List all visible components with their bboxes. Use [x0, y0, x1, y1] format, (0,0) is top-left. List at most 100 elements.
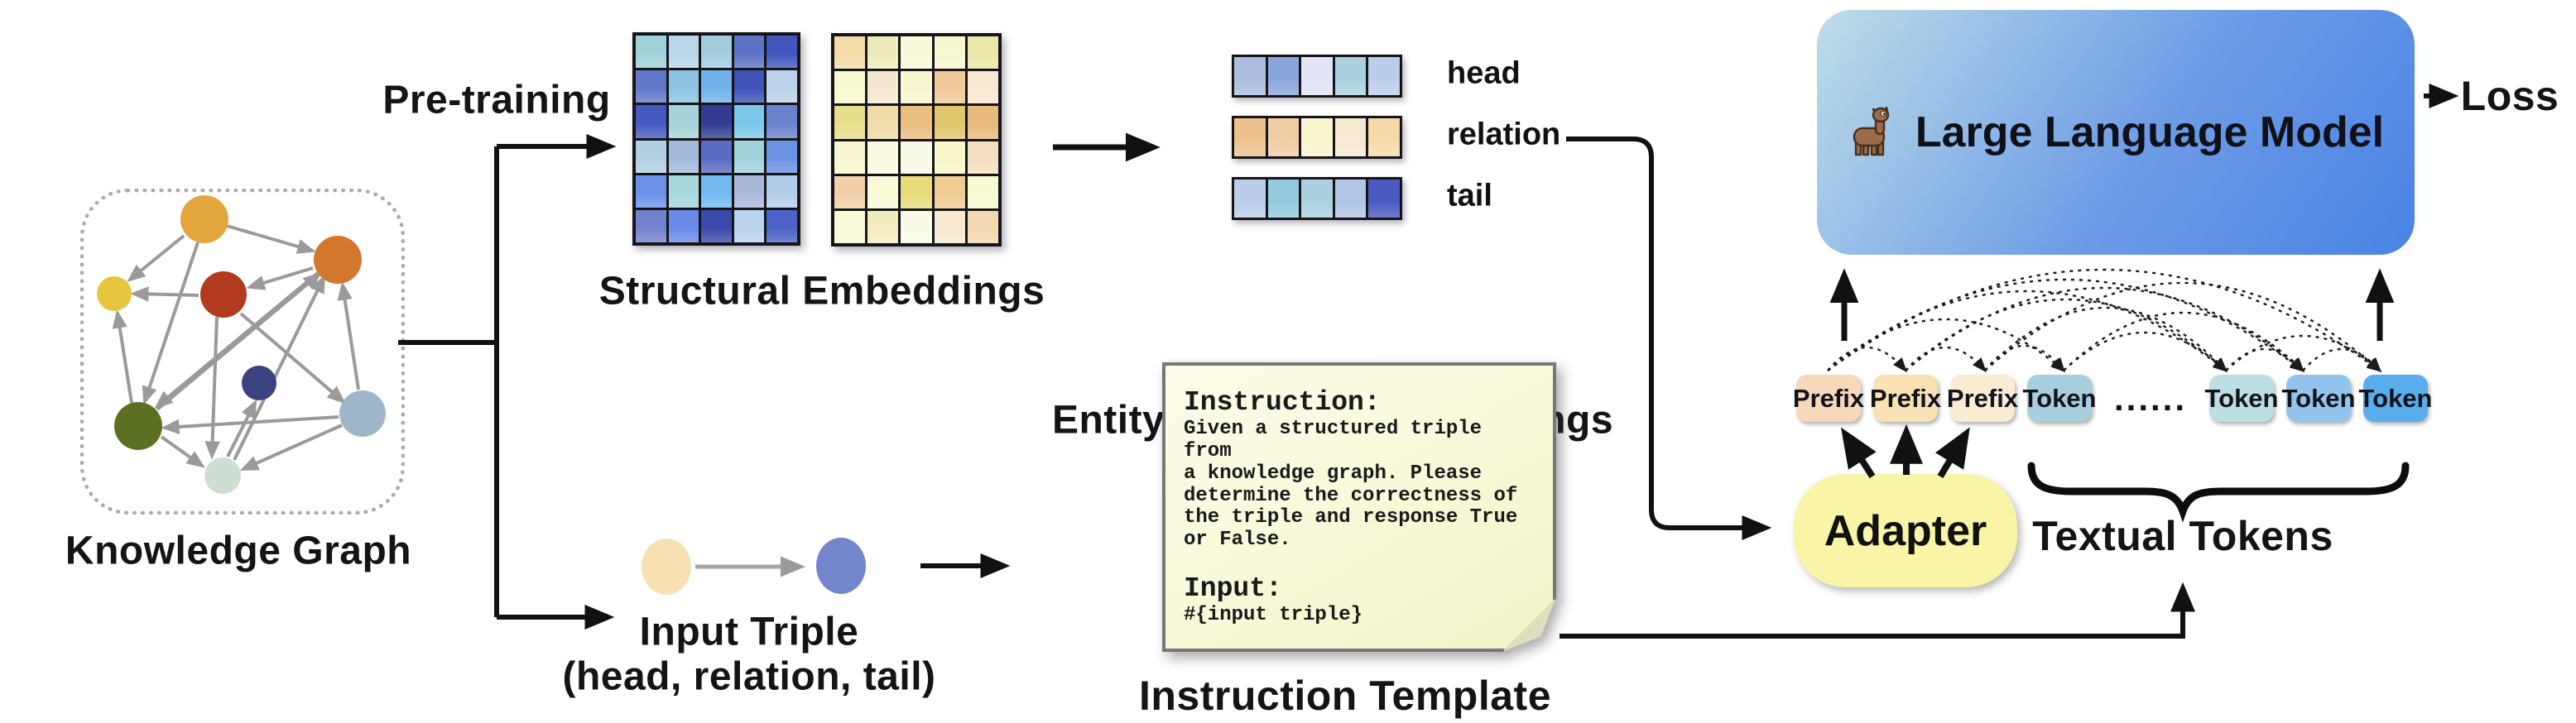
matrix-cell — [867, 36, 899, 69]
matrix-cell — [934, 141, 965, 174]
matrix-cell — [901, 36, 932, 69]
matrix-cell — [901, 210, 932, 243]
matrix-cell — [834, 141, 866, 174]
token-box: Token — [2359, 375, 2433, 422]
matrix-cell — [733, 36, 765, 69]
matrix-cell — [967, 175, 998, 208]
note-body-line: the triple and response True — [1184, 506, 1518, 529]
matrix-cell — [767, 175, 797, 208]
matrix-cell — [701, 36, 732, 69]
matrix-cell — [1267, 180, 1300, 218]
adapter-box: Adapter — [1794, 474, 2017, 587]
tail-embedding-bar — [1232, 177, 1402, 220]
matrix-cell — [834, 36, 866, 69]
instruction-template-label: Instruction Template — [1138, 673, 1552, 719]
note-body-line: or False. — [1184, 529, 1291, 552]
matrix-cell — [1301, 118, 1333, 156]
matrix-cell — [967, 141, 998, 174]
matrix-cell — [901, 141, 932, 174]
kg-node-steelblue — [339, 390, 386, 437]
matrix-cell — [934, 175, 965, 208]
matrix-cell — [867, 71, 899, 104]
matrix-cell — [1334, 180, 1367, 218]
matrix-cell — [1301, 57, 1333, 95]
instruction-note-paper — [1162, 362, 1556, 652]
token-box: Token — [2023, 375, 2097, 422]
prefix-box: Prefix — [1793, 375, 1864, 422]
adapter-label: Adapter — [1824, 506, 1987, 555]
loss-label: Loss — [2460, 73, 2559, 119]
llama-icon — [1853, 106, 1890, 156]
kg-branch-lines — [398, 134, 617, 630]
matrix-cell — [767, 140, 797, 173]
input-triple-label-line1: Input Triple — [639, 610, 859, 654]
matrix-cell — [733, 175, 765, 208]
kg-node-navy — [242, 366, 276, 400]
instruction-note: Instruction: Given a structured triple f… — [1162, 362, 1556, 652]
token-box: Token — [2205, 375, 2279, 422]
token-box: Token — [2282, 375, 2356, 422]
matrix-cell — [1301, 180, 1333, 218]
ellipsis-dots: ...... — [2113, 378, 2187, 418]
matrix-cell — [934, 36, 965, 69]
matrix-cell — [834, 71, 866, 104]
matrix-cell — [1334, 57, 1367, 95]
matrix-cell — [901, 175, 932, 208]
matrix-cell — [1368, 180, 1400, 218]
structural-embedding-matrix-relations — [831, 33, 1002, 247]
matrix-cell — [1234, 118, 1266, 156]
matrix-cell — [934, 210, 965, 243]
kg-edges — [112, 224, 360, 471]
instruction-note-text: Instruction: Given a structured triple f… — [1184, 387, 1541, 627]
note-input-heading: Input: — [1184, 573, 1282, 605]
matrix-cell — [701, 70, 732, 103]
note-body-line: a knowledge graph. Please — [1184, 462, 1483, 485]
matrix-cell — [636, 209, 666, 242]
matrix-cell — [934, 71, 965, 104]
matrix-cell — [733, 70, 765, 103]
structural-embedding-matrix-entities — [632, 32, 800, 246]
matrix-cell — [1267, 118, 1300, 156]
knowledge-graph-svg — [97, 195, 386, 494]
matrix-cell — [668, 140, 699, 173]
prefix-box: Prefix — [1870, 375, 1941, 422]
matrix-cell — [967, 210, 998, 243]
matrix-cell — [636, 105, 666, 138]
matrix-cell — [834, 210, 866, 243]
head-embedding-bar — [1232, 55, 1402, 98]
matrix-cell — [636, 36, 666, 69]
matrix-cell — [1334, 118, 1367, 156]
kg-node-olive — [114, 402, 162, 450]
note-instruction-heading: Instruction: — [1184, 387, 1381, 418]
matrix-cell — [636, 70, 666, 103]
matrix-cell — [701, 140, 732, 173]
input-triple-label-line2: (head, relation, tail) — [562, 654, 936, 699]
matrix-cell — [1368, 118, 1400, 156]
kg-node-orange — [314, 236, 362, 284]
matrix-cell — [867, 106, 899, 139]
structural-embeddings-label: Structural Embeddings — [598, 269, 1045, 314]
matrix-cell — [636, 175, 666, 208]
relation-label: relation — [1447, 117, 1561, 152]
matrix-cell — [668, 36, 699, 69]
matrix-cell — [1234, 180, 1266, 218]
matrix-cell — [967, 36, 998, 69]
matrix-cell — [1368, 57, 1400, 95]
kg-node-red — [200, 271, 247, 318]
matrix-cell — [701, 209, 732, 242]
matrix-cell — [967, 106, 998, 139]
attention-arcs — [1827, 268, 2382, 373]
note-body-line: Given a structured triple from — [1184, 417, 1483, 462]
matrix-cell — [733, 105, 765, 138]
matrix-cell — [767, 209, 797, 242]
head-label: head — [1447, 55, 1521, 91]
kg-node-mint — [204, 457, 241, 494]
matrix-cell — [867, 210, 899, 243]
matrix-cell — [901, 106, 932, 139]
knowledge-graph-label: Knowledge Graph — [65, 529, 412, 573]
matrix-cell — [733, 209, 765, 242]
